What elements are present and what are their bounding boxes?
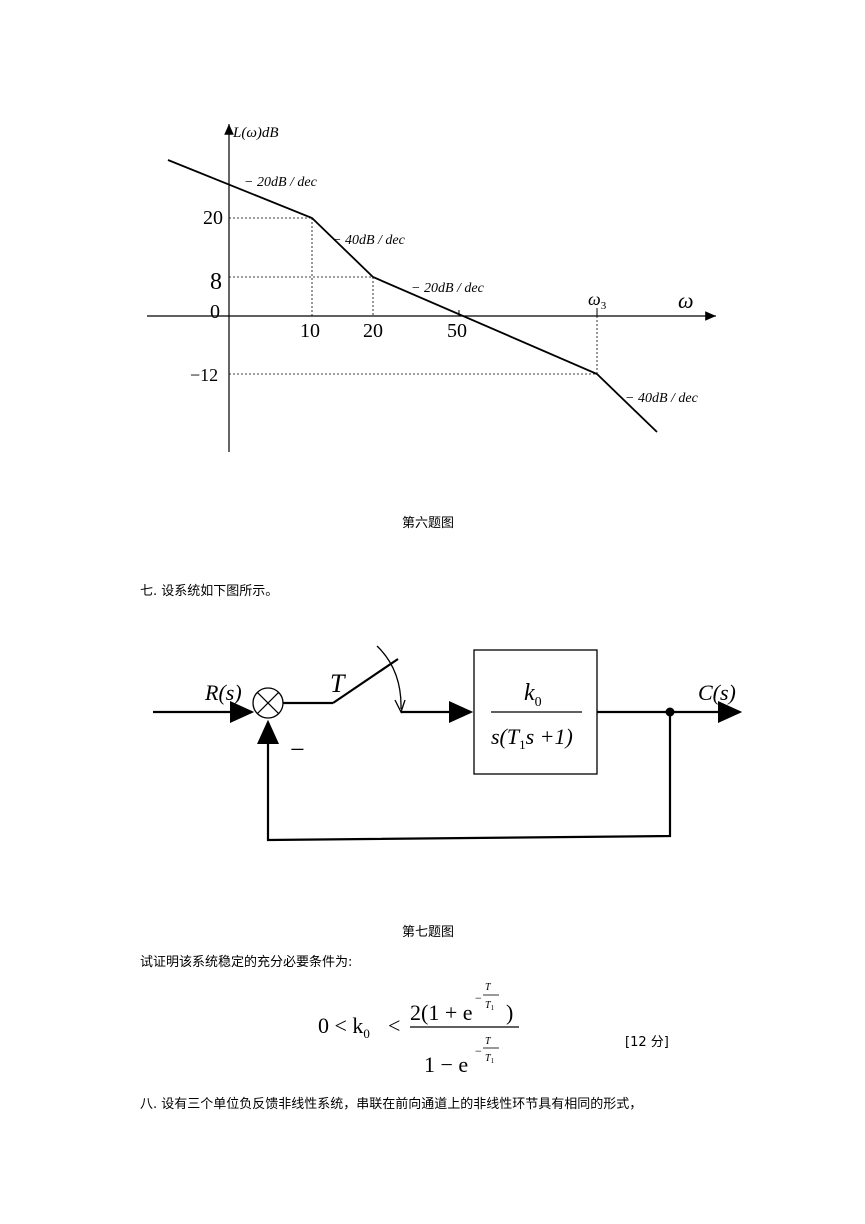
slope-label-3: − 20dB / dec [411,281,485,296]
switch-arc-head [394,699,406,714]
score-label: [12 分] [625,1035,669,1050]
y-tick-8: 8 [210,269,222,295]
x-axis-label: ω [678,288,694,313]
figure-6-caption: 第六题图 [402,516,455,531]
summing-junction [252,687,284,719]
figure-7-caption: 第七题图 [402,925,455,940]
denominator-exp-T: T [485,1036,492,1047]
slope-label-4: − 40dB / dec [625,391,699,406]
denominator-exp-T1: T1 [485,1053,495,1065]
slope-label-1: − 20dB / dec [244,175,318,190]
y-axis-label: L(ω)dB [232,125,279,141]
question-8-text: 八. 设有三个单位负反馈非线性系统，串联在前向通道上的非线性环节具有相同的形式， [140,1097,643,1112]
minus-sign: − [290,735,305,764]
switch-label: T [330,669,346,698]
numerator-exp-T: T [485,982,492,993]
slope-label-2: − 40dB / dec [332,233,406,248]
denominator-exp-minus: − [475,1044,482,1058]
x-tick-50: 50 [447,320,467,342]
feedback-path [257,712,672,842]
block-diagram: R(s) − T k0 s(T1s +1) C(s) [153,645,743,842]
formula-numerator-close: ) [506,1000,513,1025]
x-tick-20: 20 [363,320,383,342]
x-tick-10: 10 [300,320,320,342]
stability-formula: 0 < k0 < 2(1 + e − T T1 ) 1 − e − T T1 [318,982,519,1077]
formula-lt: < [388,1013,400,1038]
formula-lhs: 0 < k0 [318,1013,370,1041]
output-label: C(s) [698,680,736,705]
numerator-exp-T1: T1 [485,1000,495,1012]
guide-lines [229,217,598,375]
y-tick-0: 0 [210,301,220,323]
y-tick-neg12: −12 [190,365,218,385]
bode-diagram: L(ω)dB ω − 20dB / dec − 40dB / dec − 20d… [147,124,716,452]
switch-arm [332,658,399,704]
switch-arc [376,645,402,710]
y-tick-20: 20 [203,207,223,229]
block-denominator: s(T1s +1) [491,724,573,752]
numerator-exp-minus: − [475,991,482,1005]
question-7-text: 七. 设系统如下图所示。 [140,584,279,599]
formula-denominator: 1 − e [424,1052,468,1077]
formula-numerator: 2(1 + e [410,1000,473,1025]
bode-curve [167,159,658,433]
block-numerator: k0 [524,680,542,710]
proof-statement: 试证明该系统稳定的充分必要条件为: [140,955,353,970]
input-label: R(s) [204,680,242,705]
omega3-label: ω3 [588,289,607,312]
